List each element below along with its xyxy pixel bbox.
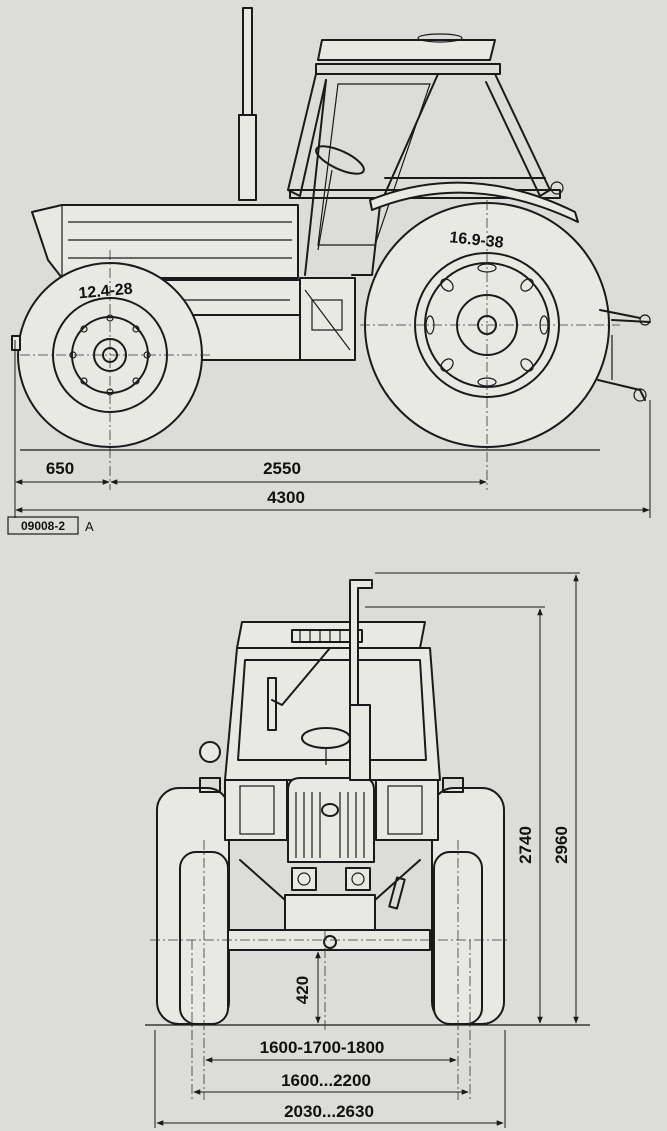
cab xyxy=(287,33,579,276)
cab-front xyxy=(199,621,464,841)
cab-height-dimension: 2740 xyxy=(516,826,535,864)
front-tyre-size: 12.4-28 xyxy=(78,281,134,303)
overall-width-dimension: 2030...2630 xyxy=(284,1102,374,1121)
front-bracket xyxy=(11,335,21,351)
rear-hitch xyxy=(597,309,651,402)
rear-tyre-size: 16.9-38 xyxy=(449,229,505,252)
engine-hood xyxy=(31,204,299,279)
figure-letter: A xyxy=(85,519,94,534)
overall-length-dimension: 4300 xyxy=(267,488,305,507)
overall-height-dimension: 2960 xyxy=(552,826,571,864)
exhaust-pipe-front xyxy=(349,579,373,781)
exhaust-pipe xyxy=(238,7,257,201)
radiator-grille xyxy=(287,777,375,891)
front-track-dimension: 1600-1700-1800 xyxy=(260,1038,385,1057)
front-overhang-dimension: 650 xyxy=(46,459,74,478)
figure-code: 09008-2 xyxy=(21,519,65,533)
rear-track-dimension: 1600...2200 xyxy=(281,1071,371,1090)
front-view: 2740 2960 420 1600-1700-1800 1600...2200… xyxy=(145,572,590,1128)
ground-clearance-dimension: 420 xyxy=(293,976,312,1004)
wheelbase-dimension: 2550 xyxy=(263,459,301,478)
side-view: 12.4-28 16.9-38 650 2550 4300 09008-2 A xyxy=(7,7,651,535)
front-axle xyxy=(227,859,431,951)
